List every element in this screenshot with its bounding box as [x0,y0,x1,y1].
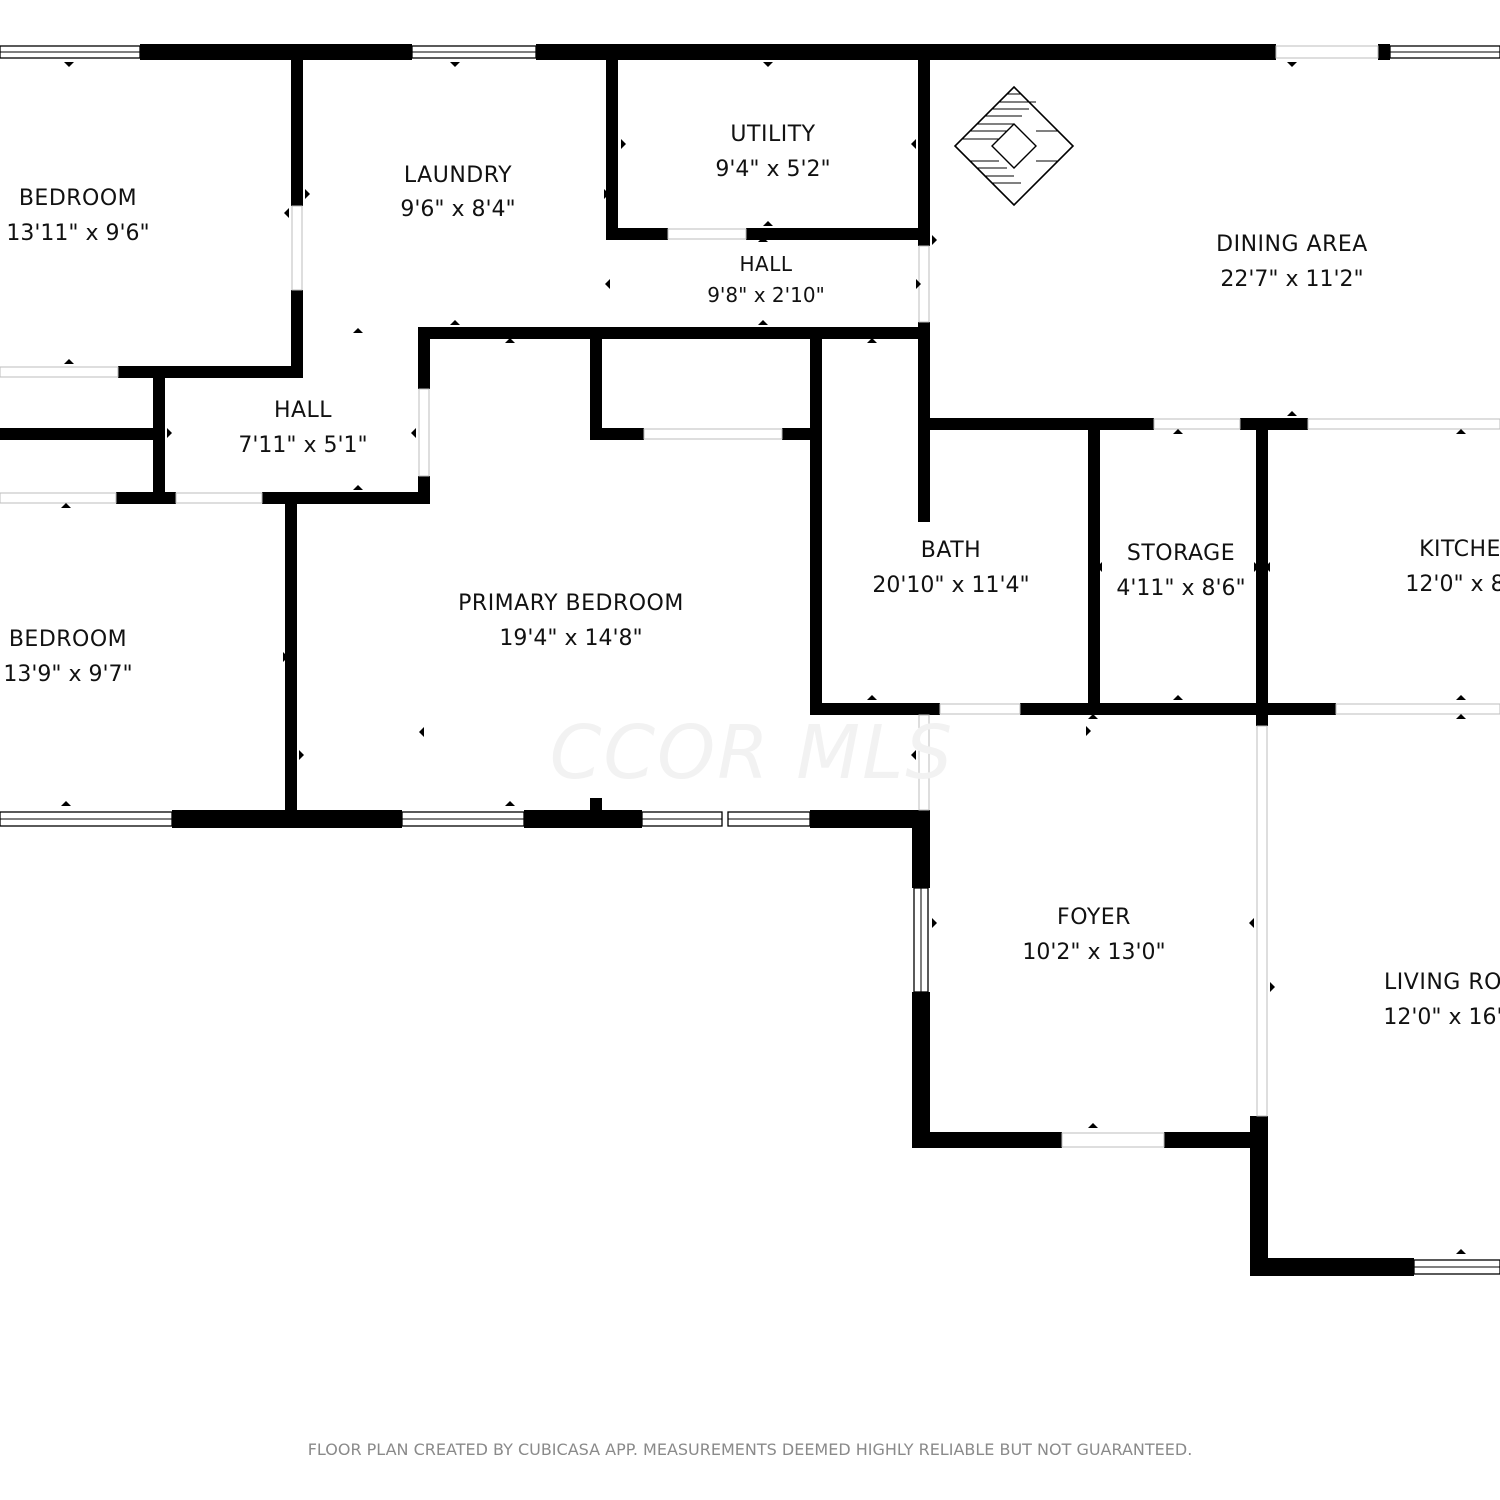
room-name: UTILITY [730,122,815,147]
room-name: DINING AREA [1216,232,1368,257]
windows [0,45,1500,1275]
fireplace-icon [953,85,1075,207]
room-name: FOYER [1057,905,1131,930]
watermark: CCOR MLS [550,710,955,796]
dimension-markers [61,62,1466,1254]
room-label-hall-upper: HALL 9'8" x 2'10" [707,252,825,307]
room-dimensions: 4'11" x 8'6" [1116,576,1245,601]
room-label-hall-lower: HALL 7'11" x 5'1" [238,398,367,458]
room-label-kitchen: KITCHE 12'0" x 8 [1405,537,1500,597]
room-dimensions: 13'9" x 9'7" [3,662,132,687]
room-dimensions: 13'11" x 9'6" [6,221,149,246]
room-name: STORAGE [1127,541,1235,566]
room-name: KITCHE [1419,537,1500,562]
room-label-utility: UTILITY 9'4" x 5'2" [715,122,830,182]
openings [0,45,1500,1148]
room-name: HALL [739,252,792,276]
room-name: BEDROOM [9,627,127,652]
walls [0,44,1414,1276]
room-dimensions: 19'4" x 14'8" [499,626,642,651]
room-label-bath: BATH 20'10" x 11'4" [872,538,1029,598]
room-dimensions: 20'10" x 11'4" [872,573,1029,598]
room-label-bedroom-1: BEDROOM 13'11" x 9'6" [6,186,149,246]
room-name: PRIMARY BEDROOM [458,591,684,616]
room-label-bedroom-2: BEDROOM 13'9" x 9'7" [3,627,132,687]
room-label-storage: STORAGE 4'11" x 8'6" [1116,541,1245,601]
room-dimensions: 12'0" x 16' [1383,1005,1500,1030]
room-name: LAUNDRY [404,163,512,188]
room-label-laundry: LAUNDRY 9'6" x 8'4" [400,163,515,222]
room-label-living-room: LIVING RO 12'0" x 16' [1383,970,1500,1030]
room-name: BEDROOM [19,186,137,211]
room-dimensions: 7'11" x 5'1" [238,433,367,458]
room-dimensions: 10'2" x 13'0" [1022,940,1165,965]
room-name: HALL [274,398,332,423]
room-name: BATH [921,538,981,563]
room-dimensions: 9'4" x 5'2" [715,157,830,182]
room-label-foyer: FOYER 10'2" x 13'0" [1022,905,1165,965]
room-dimensions: 12'0" x 8 [1405,572,1500,597]
room-dimensions: 22'7" x 11'2" [1220,267,1363,292]
disclaimer-text: FLOOR PLAN CREATED BY CUBICASA APP. MEAS… [308,1440,1193,1459]
room-dimensions: 9'8" x 2'10" [707,283,825,307]
room-label-dining-area: DINING AREA 22'7" x 11'2" [1216,232,1368,292]
room-dimensions: 9'6" x 8'4" [400,197,515,222]
room-label-primary-bedroom: PRIMARY BEDROOM 19'4" x 14'8" [458,591,684,651]
room-name: LIVING RO [1384,970,1500,995]
